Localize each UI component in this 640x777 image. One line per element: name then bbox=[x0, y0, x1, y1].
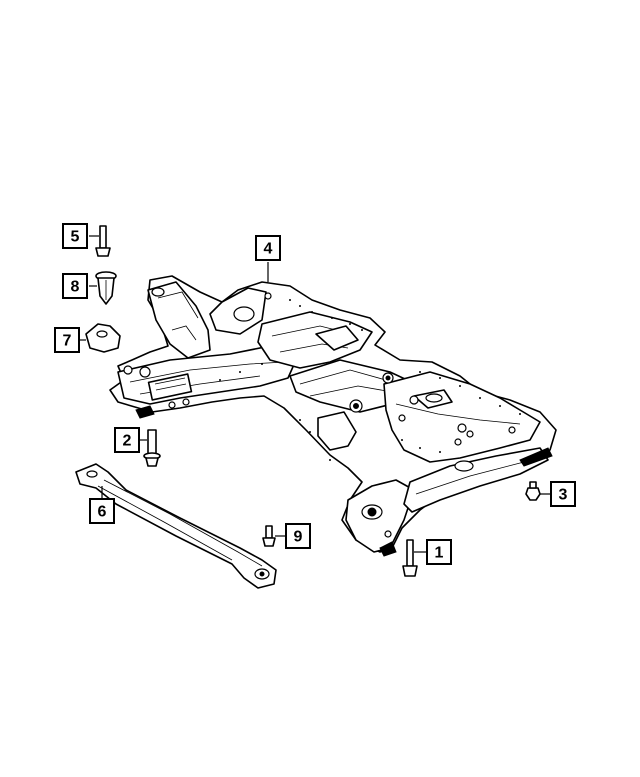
bolt-flange-illustration bbox=[143, 429, 161, 467]
callout-4-label: 4 bbox=[264, 241, 273, 258]
callout-8: 8 bbox=[62, 273, 88, 299]
callout-2-label: 2 bbox=[123, 433, 132, 450]
callout-7-label: 7 bbox=[63, 333, 72, 350]
nut-illustration bbox=[525, 481, 541, 501]
callout-4: 4 bbox=[255, 235, 281, 261]
callout-5: 5 bbox=[62, 223, 88, 249]
callout-3-label: 3 bbox=[559, 487, 568, 504]
callout-9-label: 9 bbox=[294, 529, 303, 546]
crossmember-illustration bbox=[109, 275, 557, 557]
callout-5-label: 5 bbox=[71, 229, 80, 246]
push-pin-illustration bbox=[95, 271, 117, 305]
bolt-short-illustration bbox=[262, 525, 276, 547]
bolt-small-illustration bbox=[95, 225, 111, 257]
brace-illustration bbox=[75, 463, 277, 589]
callout-2: 2 bbox=[114, 427, 140, 453]
callout-1: 1 bbox=[426, 539, 452, 565]
bolt-long-illustration bbox=[402, 539, 418, 577]
callout-8-label: 8 bbox=[71, 279, 80, 296]
callout-3: 3 bbox=[550, 481, 576, 507]
callout-1-label: 1 bbox=[435, 545, 444, 562]
bushing-illustration bbox=[85, 323, 121, 353]
callout-7: 7 bbox=[54, 327, 80, 353]
callout-9: 9 bbox=[285, 523, 311, 549]
callout-6: 6 bbox=[89, 498, 115, 524]
callout-6-label: 6 bbox=[98, 504, 107, 521]
